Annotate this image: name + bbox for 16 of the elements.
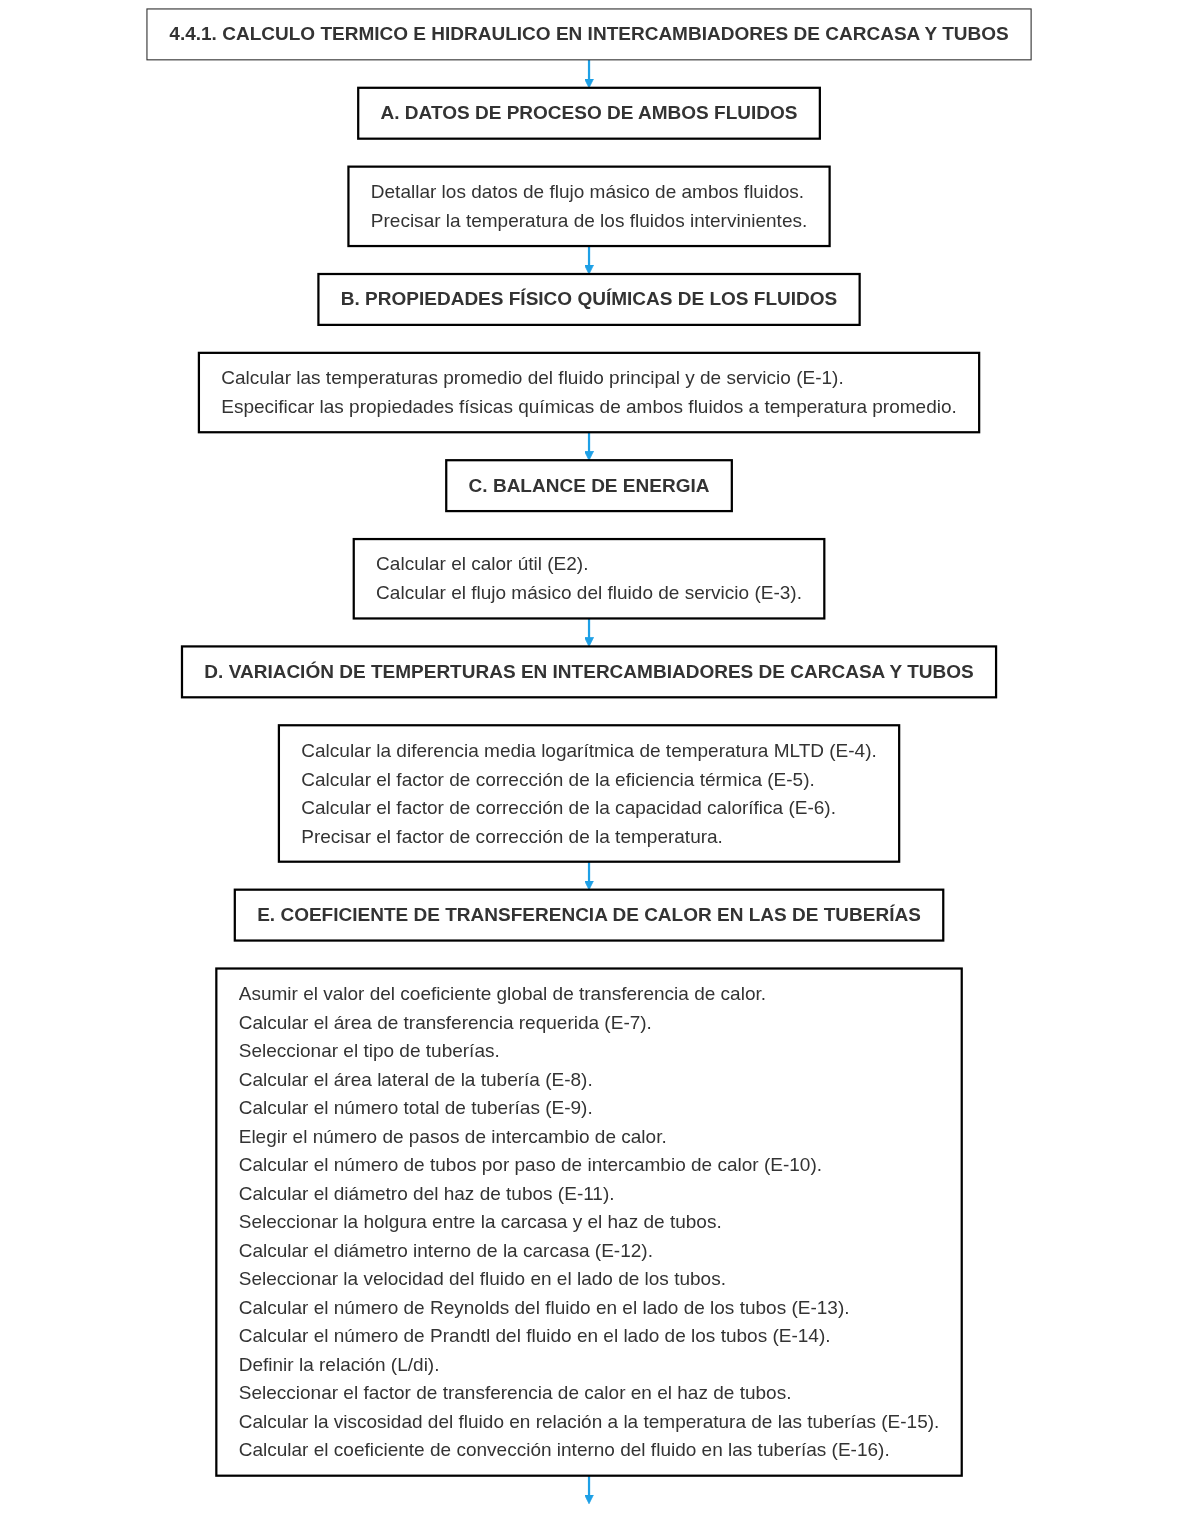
node-box xyxy=(317,272,861,326)
arrow xyxy=(584,1475,594,1505)
arrow xyxy=(584,246,594,275)
node-box xyxy=(352,537,826,620)
arrow xyxy=(584,618,594,647)
node-box xyxy=(215,967,963,1477)
node-box xyxy=(357,86,821,140)
node-box xyxy=(180,645,998,699)
node-box xyxy=(197,351,981,434)
flowchart-drawing: 4.4.1. CALCULO TERMICO E HIDRAULICO EN INTERCAMBIADORES DE CARCASA Y TUBOS A. DATOS DE PROCESO DE AMBOS FLUIDOS Detallar los datos de flujo másico de ambos fluidos. Precisar la temperatura de los fluidos intervinientes. B. PROPIEDADES FÍSICO QUÍMICAS DE LOS FLUIDOS Calcular las temperaturas promedio del fluido principal y de servicio (E-1). Especificar las propiedades físicas químicas de ambos fluidos a temperatura promedio. C. BALANCE DE ENERGIA Calcular el calor útil (E2). Calcular el flujo másico del fluido de servicio (E-3). D. VARIACIÓN DE TEMPERTURAS EN INTERCAMBIADORES DE CARCASA Y TUBOS Calcular la diferencia media logarítmica de temperatura MLTD (E-4). Calcular el factor de corrección de la eficiencia térmica (E-5). Calcular el factor de corrección de la capacidad calorífica (E-6). Precisar el factor de corrección de la temperatura. E. COEFICIENTE DE TRANSFERENCIA DE CALOR EN LAS DE TUBERÍAS Asumir el valor del coeficiente global de transferencia de calor. Calcular el área de transferencia requerida (E-7). Seleccionar el tipo de tuberías. Calcular el área lateral de la tubería (E-8). Calcular el número total de tuberías (E-9). Elegir el número de pasos de intercambio de calor. Calcular el número de tubos por paso de intercambio de calor (E-10). Calcular el diámetro del haz de tubos (E-11). Seleccionar la holgura entre la carcasa y el haz de tubos. Calcular el diámetro interno de la carcasa (E-12). Seleccionar la velocidad del fluido en el lado de los tubos. Calcular el número de Reynolds del fluido en el lado de los tubos (E-13). Calcular el número de Prandtl del fluido en el lado de los tubos (E-14). Definir la relación (L/di). Seleccionar el factor de transferencia de calor en el haz de tubos. Calcular la viscosidad del fluido en relación a la temperatura de las tuberías (E-15). Calcular el coeficiente de convección interno del fluido en las tuberías (E-16). xyxy=(137,0,1041,1535)
arrow xyxy=(584,432,594,461)
node-box xyxy=(347,165,831,248)
node-box xyxy=(146,8,1032,61)
node-box xyxy=(445,459,733,513)
node-box xyxy=(233,888,945,942)
node-box xyxy=(277,724,901,863)
